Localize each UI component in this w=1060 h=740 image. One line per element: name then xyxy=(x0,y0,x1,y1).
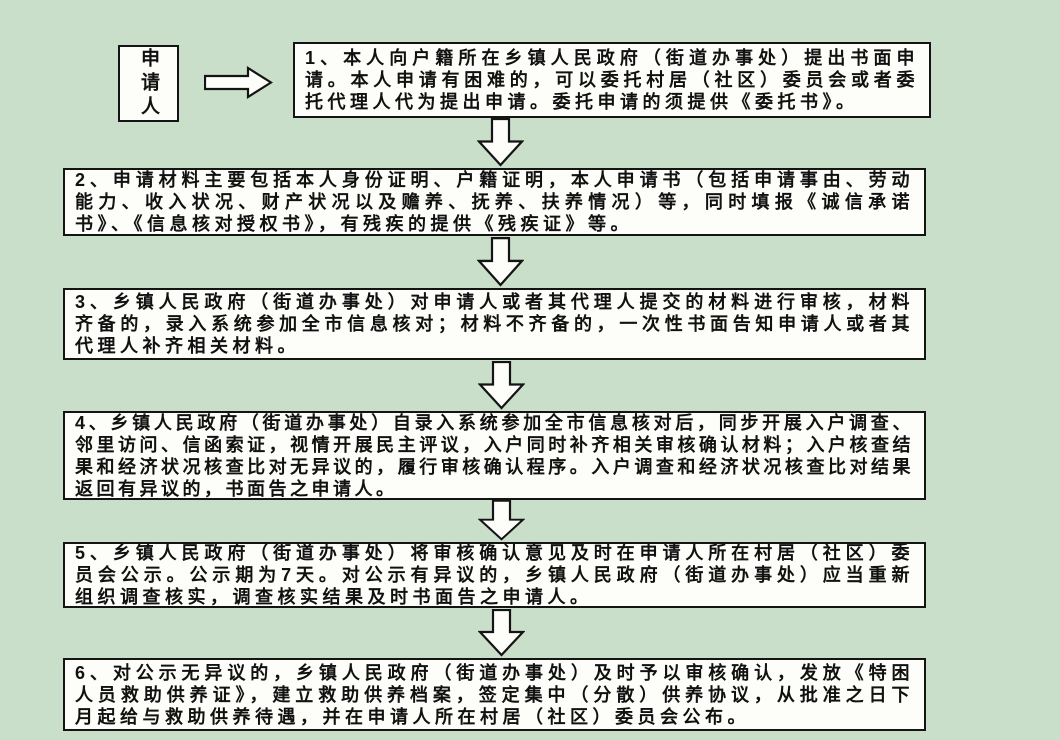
step-box-4: 4、乡镇人民政府（街道办事处）自录入系统参加全市信息核对后，同步开展入户调查、邻… xyxy=(63,411,926,500)
step-text-5: 5、乡镇人民政府（街道办事处）将审核确认意见及时在申请人所在村居（社区）委员会公… xyxy=(75,543,914,607)
step-box-2: 2、申请材料主要包括本人身份证明、户籍证明，本人申请书（包括申请事由、劳动能力、… xyxy=(63,168,926,236)
step-text-6: 6、对公示无异议的，乡镇人民政府（街道办事处）及时予以审核确认，发放《特困人员救… xyxy=(75,662,914,727)
right-arrow-icon xyxy=(204,66,273,99)
down-arrow-icon xyxy=(478,609,525,657)
step-text-1: 1、本人向户籍所在乡镇人民政府（街道办事处）提出书面申请。本人申请有困难的，可以… xyxy=(305,48,919,112)
down-arrow-icon xyxy=(477,118,524,167)
down-arrow-icon xyxy=(478,361,525,410)
step-text-2: 2、申请材料主要包括本人身份证明、户籍证明，本人申请书（包括申请事由、劳动能力、… xyxy=(75,170,914,234)
step-box-5: 5、乡镇人民政府（街道办事处）将审核确认意见及时在申请人所在村居（社区）委员会公… xyxy=(63,542,926,608)
step-text-4: 4、乡镇人民政府（街道办事处）自录入系统参加全市信息核对后，同步开展入户调查、邻… xyxy=(75,412,914,499)
step-box-6: 6、对公示无异议的，乡镇人民政府（街道办事处）及时予以审核确认，发放《特困人员救… xyxy=(63,658,926,731)
step-text-3: 3、乡镇人民政府（街道办事处）对申请人或者其代理人提交的材料进行审核，材料齐备的… xyxy=(75,292,914,356)
down-arrow-icon xyxy=(477,237,524,287)
step-box-1: 1、本人向户籍所在乡镇人民政府（街道办事处）提出书面申请。本人申请有困难的，可以… xyxy=(293,42,931,118)
step-box-3: 3、乡镇人民政府（街道办事处）对申请人或者其代理人提交的材料进行审核，材料齐备的… xyxy=(63,288,926,360)
applicant-box: 申请人 xyxy=(118,45,179,122)
applicant-label: 申请人 xyxy=(138,47,159,120)
down-arrow-icon xyxy=(478,500,525,541)
